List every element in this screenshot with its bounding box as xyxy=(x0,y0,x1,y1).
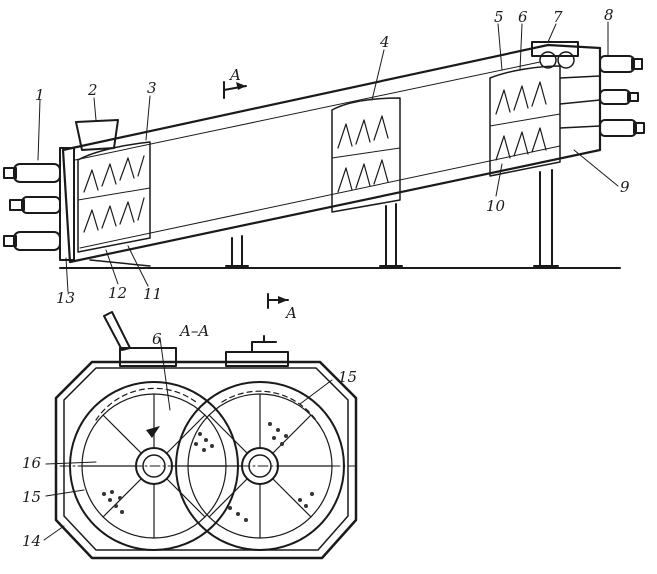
left-hatch xyxy=(119,347,177,367)
label-12: 12 xyxy=(108,284,127,302)
support-legs xyxy=(89,169,559,267)
label-8: 8 xyxy=(604,6,614,24)
hatch-lid xyxy=(103,311,131,351)
leader-lines xyxy=(37,21,619,293)
label-11: 11 xyxy=(143,285,162,303)
cutaway-left xyxy=(77,141,151,253)
cutaway-right xyxy=(489,65,601,177)
left-drives xyxy=(3,163,61,251)
cutaway-middle xyxy=(331,97,401,213)
label-10: 10 xyxy=(486,197,506,215)
section-label-15-left: 15 xyxy=(22,488,41,506)
label-6: 6 xyxy=(518,8,528,26)
label-2: 2 xyxy=(87,81,98,99)
right-drives xyxy=(599,55,645,137)
label-3: 3 xyxy=(147,79,157,97)
section-marker-bottom: A xyxy=(284,304,297,322)
outer-housing xyxy=(54,360,358,560)
label-9: 9 xyxy=(620,178,630,196)
label-7: 7 xyxy=(553,8,563,26)
section-title: A–A xyxy=(178,322,209,340)
label-1: 1 xyxy=(35,86,45,104)
section-label-6: 6 xyxy=(152,330,162,348)
label-5: 5 xyxy=(494,8,504,26)
inclined-apparatus xyxy=(3,21,645,309)
section-label-14: 14 xyxy=(22,532,41,550)
section-label-16: 16 xyxy=(22,454,42,472)
section-arrows xyxy=(223,81,289,309)
label-4: 4 xyxy=(379,33,390,51)
label-13: 13 xyxy=(56,289,75,307)
section-marker-top: A xyxy=(228,66,241,84)
cross-section xyxy=(43,311,358,560)
right-hatch xyxy=(225,351,289,367)
section-label-15-right: 15 xyxy=(338,368,357,386)
perforated-sieve xyxy=(102,422,314,522)
